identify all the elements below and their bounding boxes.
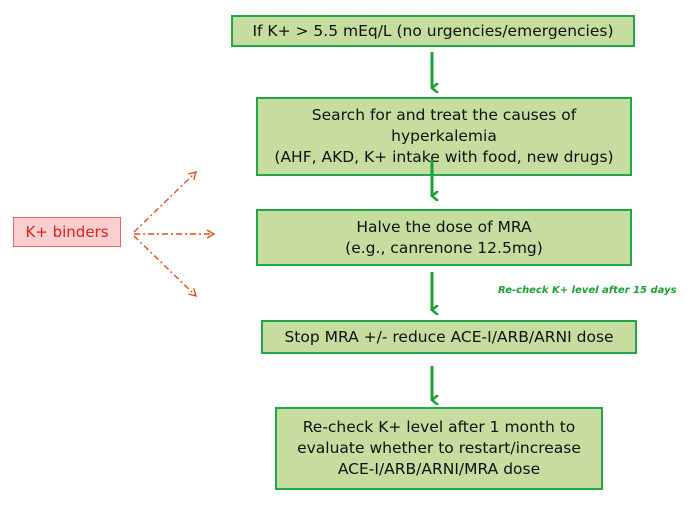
step-halve-mra-box: Halve the dose of MRA (e.g., canrenone 1… — [256, 209, 632, 266]
recheck-15-days-note: Re-check K+ level after 15 days — [498, 285, 677, 296]
step-treat-causes-text: Search for and treat the causes of hyper… — [274, 106, 614, 166]
step-recheck-box: Re-check K+ level after 1 month to evalu… — [275, 407, 603, 490]
dashed-arrow-lower — [133, 235, 198, 297]
step-recheck-text: Re-check K+ level after 1 month to evalu… — [297, 418, 581, 478]
step-threshold-text: If K+ > 5.5 mEq/L (no urgencies/emergenc… — [252, 21, 614, 40]
dashed-arrow-upper — [133, 171, 198, 233]
k-binders-label: K+ binders — [25, 223, 109, 241]
step-halve-mra-text: Halve the dose of MRA (e.g., canrenone 1… — [345, 217, 543, 257]
step-threshold-box: If K+ > 5.5 mEq/L (no urgencies/emergenc… — [231, 15, 635, 47]
step-stop-mra-text: Stop MRA +/- reduce ACE-I/ARB/ARNI dose — [284, 327, 614, 346]
k-binders-box: K+ binders — [13, 217, 121, 247]
step-treat-causes-box: Search for and treat the causes of hyper… — [256, 97, 632, 176]
step-stop-mra-box: Stop MRA +/- reduce ACE-I/ARB/ARNI dose — [261, 320, 637, 354]
